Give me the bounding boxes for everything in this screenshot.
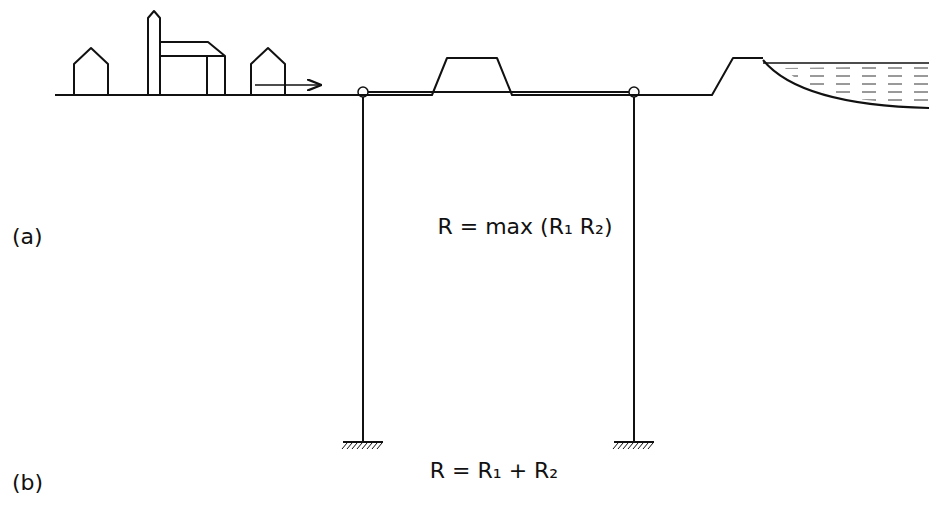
hatch-stroke <box>623 443 628 449</box>
column <box>633 97 635 442</box>
house <box>74 48 108 95</box>
formula: R = max (R₁ R₂) <box>437 216 612 238</box>
hinge <box>358 87 368 97</box>
hatch-stroke <box>648 443 653 449</box>
part-label: (b) <box>12 472 43 494</box>
formula: R = R₁ + R₂ <box>430 460 558 482</box>
hatch-stroke <box>638 443 643 449</box>
hatch-stroke <box>628 443 633 449</box>
hatch-stroke <box>362 443 367 449</box>
hatch-stroke <box>618 443 623 449</box>
hatch-stroke <box>643 443 648 449</box>
hatch-stroke <box>357 443 362 449</box>
portal-frame <box>255 85 654 449</box>
fixed-support <box>614 441 654 443</box>
ground-line <box>55 58 763 95</box>
support-hatching <box>342 443 653 449</box>
hatch-stroke <box>613 443 618 449</box>
hatch-stroke <box>347 443 352 449</box>
silo <box>148 11 160 95</box>
column <box>362 97 364 442</box>
hinge <box>629 87 639 97</box>
load-arrow <box>255 84 320 86</box>
water-bed <box>763 60 929 108</box>
beam <box>368 91 629 93</box>
hatch-stroke <box>377 443 382 449</box>
fixed-support <box>343 441 383 443</box>
water-hatching <box>785 66 929 104</box>
part-label: (a) <box>12 226 43 248</box>
landscape <box>55 11 929 108</box>
house <box>251 48 285 95</box>
hatch-stroke <box>372 443 377 449</box>
water-surface <box>763 62 929 64</box>
hatch-stroke <box>367 443 372 449</box>
hatch-stroke <box>633 443 638 449</box>
hatch-stroke <box>342 443 347 449</box>
hatch-stroke <box>352 443 357 449</box>
barn <box>160 42 225 95</box>
